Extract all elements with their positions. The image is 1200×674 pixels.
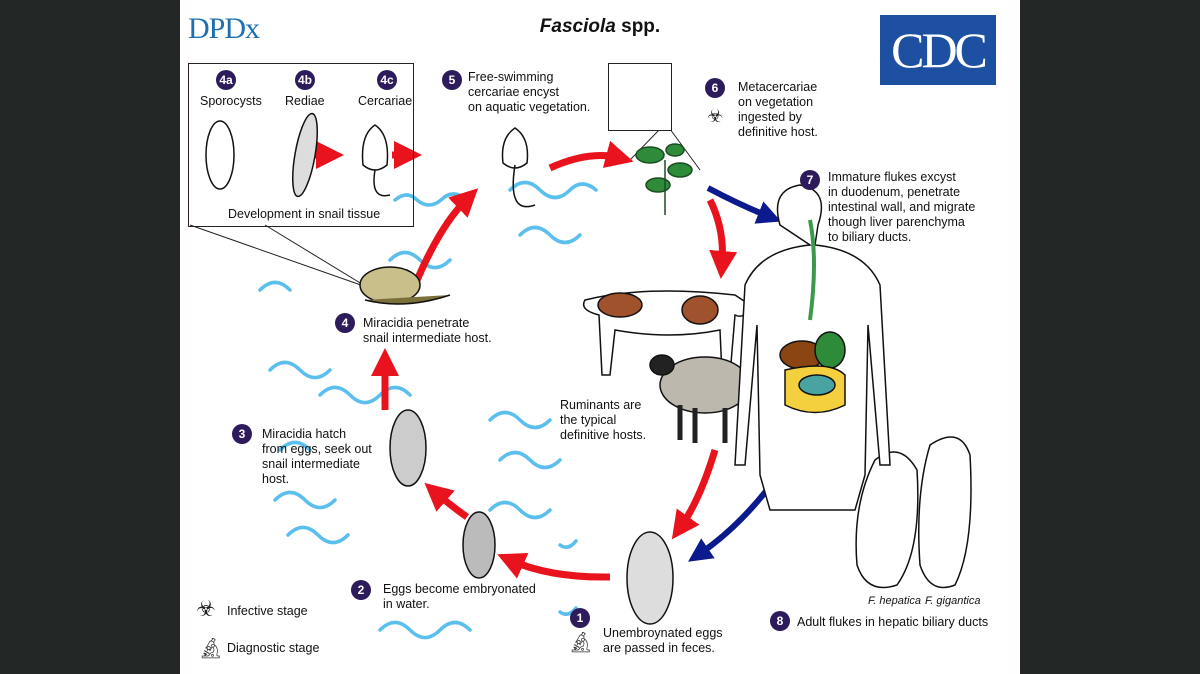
cow	[582, 290, 751, 376]
water-waves	[258, 180, 598, 640]
redia	[291, 112, 319, 198]
species-label-gigantica: F. gigantica	[925, 595, 981, 607]
microscope-icon: 🔬︎	[198, 638, 224, 660]
snail-development-box	[188, 63, 414, 227]
step-badge-4b: 4b	[295, 70, 315, 90]
human-host	[734, 184, 891, 511]
step-badge-6: 6	[705, 78, 725, 98]
step-badge-7: 7	[800, 170, 820, 190]
unembryonated-egg	[626, 531, 674, 625]
page-title: Fasciola spp.	[180, 16, 1020, 38]
step-badge-3: 3	[232, 424, 252, 444]
stage-label-rediae: Rediae	[285, 94, 325, 108]
lifecycle-diagram: DPDx Fasciola spp. CDC 4a 4b 4c Sporocys…	[180, 0, 1020, 674]
dpdx-logo[interactable]: DPDx	[188, 12, 260, 46]
biohazard-icon: ☣	[707, 106, 724, 126]
biohazard-icon: ☣	[196, 596, 216, 621]
legend-infective-stage: Infective stage	[227, 604, 308, 618]
sporocyst	[205, 120, 235, 190]
species-label-hepatica: F. hepatica	[868, 595, 922, 607]
step-badge-4: 4	[335, 313, 355, 333]
cdc-logo-text: CDC	[891, 22, 988, 78]
snail-box-caption: Development in snail tissue	[228, 207, 381, 221]
organism-drawings	[205, 71, 972, 625]
stage-label-sporocysts: Sporocysts	[200, 94, 262, 108]
legend-diagnostic-stage: Diagnostic stage	[227, 641, 320, 655]
step-badge-1: 1	[570, 608, 590, 628]
step-badge-4c: 4c	[377, 70, 397, 90]
vegetation	[635, 143, 693, 215]
step-badge-4a: 4a	[216, 70, 236, 90]
sheep	[649, 354, 751, 443]
dpdx-logo-text: DPDx	[188, 12, 260, 45]
diagram-graphics	[189, 71, 972, 640]
embryonated-egg	[462, 511, 496, 579]
adult-fluke-gigantica	[918, 436, 972, 589]
free-cercaria	[501, 127, 529, 169]
stage-label-cercariae: Cercariae	[358, 94, 413, 108]
red-arrows	[313, 140, 738, 581]
adult-fluke-hepatica	[855, 451, 919, 589]
title-genus: Fasciola	[539, 16, 616, 37]
miracidium	[389, 409, 427, 487]
step-8-text: Adult flukes in hepatic biliary ducts	[797, 615, 989, 629]
step-badge-8: 8	[770, 611, 790, 631]
step-badge-5: 5	[442, 70, 462, 90]
step-badge-2: 2	[351, 580, 371, 600]
metacercaria-inset	[608, 63, 672, 131]
title-suffix: spp.	[615, 16, 661, 37]
cdc-logo[interactable]: CDC	[880, 15, 996, 85]
microscope-icon: 🔬︎	[568, 632, 594, 654]
